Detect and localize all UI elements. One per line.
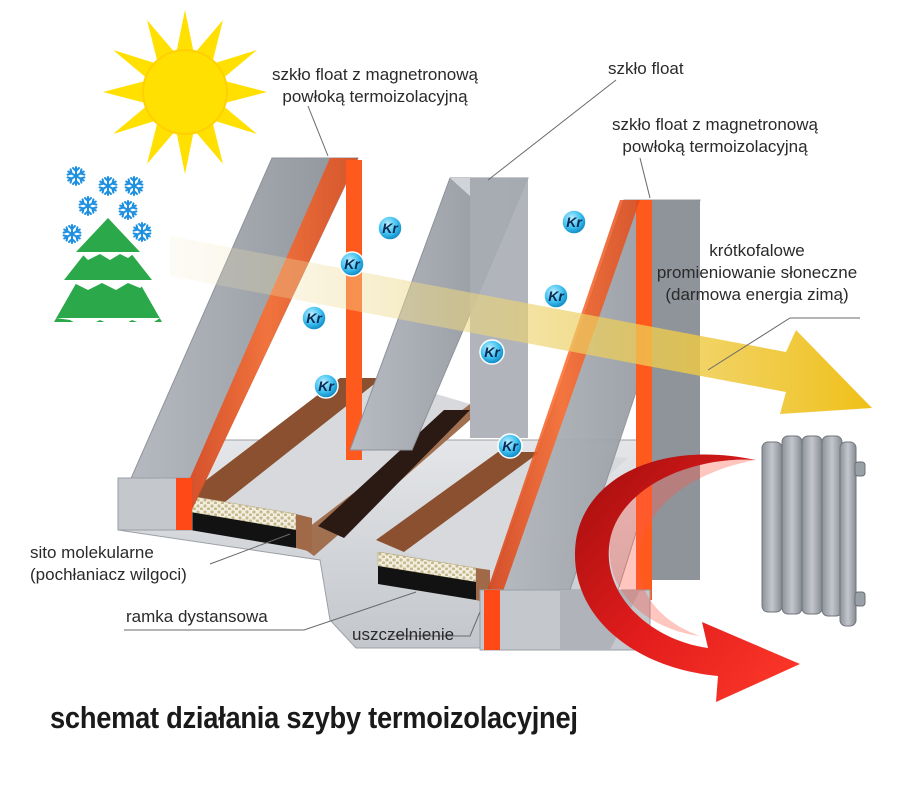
krypton-molecule: Kr [543, 283, 569, 309]
krypton-molecule: Kr [561, 209, 587, 235]
label-coated-glass-left: szkło float z magnetronową powłoką termo… [272, 65, 478, 106]
pine-tree-icon [54, 218, 162, 328]
krypton-molecule: Kr [313, 373, 339, 399]
glass-pane-left [117, 157, 362, 531]
krypton-molecule: Kr [377, 215, 403, 241]
heat-return-arrow [574, 454, 800, 702]
leader-lines [124, 79, 860, 637]
solar-radiation-arrow [170, 236, 872, 414]
page-title: schemat działania szyby termoizolacyjnej [50, 700, 578, 735]
krypton-molecule: Kr [497, 433, 523, 459]
radiator-icon [761, 435, 866, 627]
label-molecular-sieve: sito molekularne (pochłaniacz wilgoci) [30, 543, 187, 584]
label-coated-glass-right: szkło float z magnetronową powłoką termo… [612, 115, 818, 156]
svg-text:Kr: Kr [344, 256, 361, 272]
svg-text:Kr: Kr [484, 344, 501, 360]
label-spacer-frame: ramka dystansowa [126, 607, 268, 626]
label-sealant: uszczelnienie [352, 625, 455, 644]
svg-text:Kr: Kr [382, 220, 399, 236]
svg-text:Kr: Kr [566, 214, 583, 230]
sun-icon [103, 10, 267, 174]
label-float-glass: szkło float [608, 59, 684, 78]
svg-text:Kr: Kr [306, 310, 323, 326]
svg-text:Kr: Kr [318, 378, 335, 394]
svg-text:Kr: Kr [548, 288, 565, 304]
glazing-base [117, 378, 641, 649]
krypton-molecule: Kr [479, 339, 505, 365]
label-solar-radiation: krótkofalowe promieniowanie słoneczne (d… [656, 241, 858, 304]
krypton-molecule: Kr [301, 305, 327, 331]
svg-text:Kr: Kr [502, 438, 519, 454]
krypton-molecule: Kr [339, 251, 365, 277]
